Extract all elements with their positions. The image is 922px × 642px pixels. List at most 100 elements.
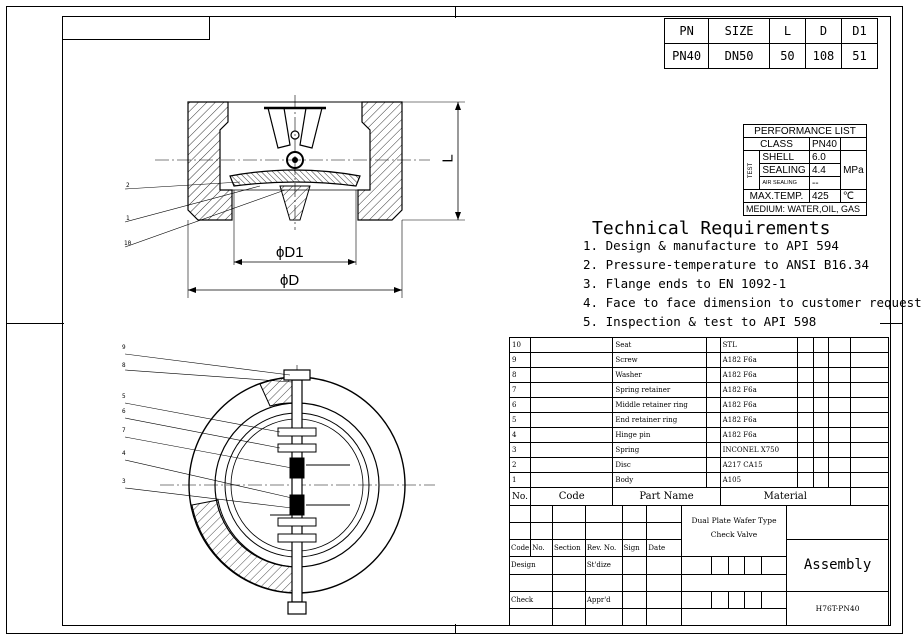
part-code	[529, 412, 614, 428]
part-extra-1	[797, 367, 814, 383]
center-mark-bottom	[455, 624, 456, 634]
dim-label-l: L	[439, 154, 457, 163]
part-extra-1	[797, 397, 814, 413]
part-extra-1	[797, 442, 814, 458]
tech-item-2: 2. Pressure-temperature to ANSI B16.34	[583, 257, 869, 272]
part-qty	[705, 442, 721, 458]
part-code	[529, 367, 614, 383]
spring-wing-right	[299, 107, 323, 149]
perf-sealing-value: 4.4	[808, 163, 841, 177]
part-extra-4	[849, 457, 890, 473]
balloon-6: 6	[122, 408, 126, 415]
part-no: 6	[509, 397, 531, 413]
tb-standardize-label: St'dize	[584, 556, 623, 575]
part-material: A182 F6a	[719, 427, 799, 443]
dim-header-l: L	[768, 18, 806, 44]
part-extra-4	[849, 427, 890, 443]
balloon-1: 1	[126, 215, 130, 222]
part-name: Seat	[612, 337, 707, 353]
parts-header-name: Part Name	[612, 487, 721, 506]
part-qty	[705, 397, 721, 413]
drawing-frame	[62, 16, 891, 626]
perf-air-sealing-value: --	[808, 176, 841, 190]
balloon-2: 2	[126, 182, 130, 189]
title-block: Dual Plate Wafer Type Check Valve Code N…	[508, 504, 889, 627]
part-name: Screw	[612, 352, 707, 368]
balloon-9: 9	[122, 344, 126, 351]
tb-sign-label: Sign	[621, 539, 648, 558]
dim-value-l: 50	[768, 43, 806, 69]
parts-header-material: Material	[719, 487, 851, 506]
tb-check-label: Check	[509, 590, 553, 609]
dim-header-d1: D1	[840, 18, 879, 44]
product-name-line2: Check Valve	[710, 530, 758, 539]
body-right-section	[357, 101, 403, 221]
perf-title: PERFORMANCE LIST	[743, 124, 867, 138]
parts-row: 9 Screw A182 F6a	[509, 352, 890, 368]
part-extra-3	[828, 457, 851, 473]
part-qty	[705, 412, 721, 428]
perf-test-label: TEST	[742, 150, 761, 190]
part-no: 10	[509, 337, 531, 353]
product-name-line1: Dual Plate Wafer Type	[691, 516, 777, 525]
part-extra-2	[812, 457, 830, 473]
part-no: 9	[509, 352, 531, 368]
part-no: 1	[509, 472, 531, 488]
part-name: Spring	[612, 442, 707, 458]
product-name-cell: Dual Plate Wafer Type Check Valve	[680, 504, 788, 558]
part-extra-2	[812, 397, 830, 413]
part-code	[529, 457, 614, 473]
part-qty	[705, 427, 721, 443]
perf-max-temp-label: MAX.TEMP.	[743, 189, 810, 203]
part-name: Body	[612, 472, 707, 488]
part-no: 4	[509, 427, 531, 443]
drawing-number: H76T-PN40	[786, 590, 889, 627]
part-extra-2	[812, 412, 830, 428]
part-extra-2	[812, 442, 830, 458]
part-qty	[705, 457, 721, 473]
dim-value-d: 108	[804, 43, 842, 69]
outer-border	[6, 6, 903, 634]
balloon-7: 7	[122, 427, 126, 434]
part-name: Spring retainer	[612, 382, 707, 398]
balloon-10: 10	[124, 240, 132, 247]
part-extra-4	[849, 352, 890, 368]
tb-approve-label: Appr'd	[584, 590, 623, 609]
part-name: Washer	[612, 367, 707, 383]
part-extra-1	[797, 427, 814, 443]
parts-row: 4 Hinge pin A182 F6a	[509, 427, 890, 443]
perf-temp-unit: ℃	[839, 189, 868, 203]
corner-label-box	[62, 16, 210, 40]
part-qty	[705, 352, 721, 368]
seat	[279, 185, 311, 221]
dim-header-pn: PN	[663, 18, 710, 44]
balloon-8: 8	[122, 362, 126, 369]
part-name: Disc	[612, 457, 707, 473]
tech-requirements-title: Technical Requirements	[592, 218, 831, 239]
tb-design-label: Design	[509, 556, 553, 575]
part-extra-1	[797, 457, 814, 473]
dim-header-d: D	[804, 18, 842, 44]
part-code	[529, 472, 614, 488]
part-code	[529, 442, 614, 458]
spring-wing-left	[267, 107, 291, 149]
dim-value-d1: 51	[840, 43, 879, 69]
part-code	[529, 397, 614, 413]
center-mark-top	[455, 6, 456, 18]
performance-list: PERFORMANCE LIST CLASS PN40 TEST SHELL 6…	[742, 124, 868, 216]
body-hatched-section	[191, 499, 298, 594]
body-left-section	[187, 101, 233, 221]
part-no: 8	[509, 367, 531, 383]
part-extra-4	[849, 337, 890, 353]
parts-header-row: No. Code Part Name Material	[509, 487, 890, 506]
tb-date-label: Date	[646, 539, 682, 558]
part-material: A182 F6a	[719, 352, 799, 368]
part-extra-1	[797, 472, 814, 488]
part-extra-3	[828, 472, 851, 488]
part-material: A182 F6a	[719, 382, 799, 398]
part-name: Hinge pin	[612, 427, 707, 443]
